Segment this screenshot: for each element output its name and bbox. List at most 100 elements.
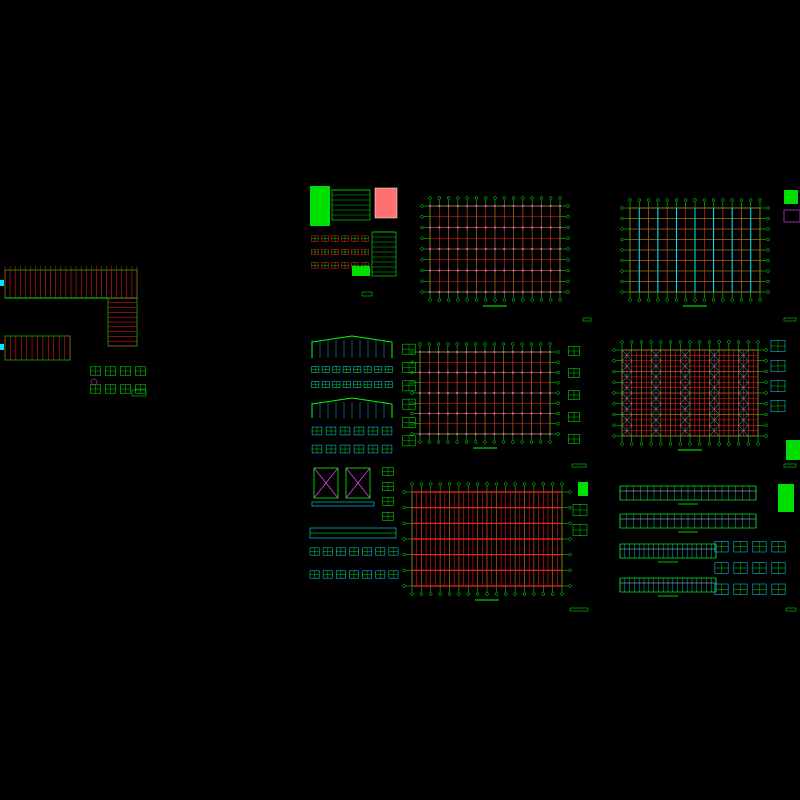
column-node [437,350,440,354]
axis-bubble [656,298,660,302]
column-node [558,290,562,294]
legend-patch [784,190,798,204]
column-node [530,391,533,395]
axis-bubble [739,298,744,302]
axis-bubble [436,342,441,346]
axis-bubble [410,482,414,486]
column-node [521,412,524,415]
axis-bubble [521,196,525,200]
axis-bubble [464,342,469,346]
column-node [539,412,542,415]
axis-bubble [746,442,750,446]
column-node [456,247,459,251]
axis-bubble [736,340,741,344]
axis-bubble [466,592,470,596]
column-node [474,391,477,395]
column-node [438,204,441,208]
sheet-title-block [361,291,373,297]
axis-bubble [437,298,441,302]
axis-bubble [698,340,702,344]
axis-bubble [402,584,406,588]
axis-bubble [529,342,534,346]
axis-bubble [749,298,753,302]
brace-line [650,371,662,383]
column-node [465,391,468,395]
axis-bubble [702,198,706,202]
brace-line [621,392,632,404]
brace-line [709,360,720,372]
axis-bubble [465,298,469,302]
axis-bubble [620,340,624,344]
column-node [512,204,515,208]
column-node [484,204,487,208]
axis-bubble [532,592,536,596]
axis-bubble [568,553,572,557]
brace-line [709,371,720,383]
column-node [530,432,533,436]
brace-line [650,414,662,426]
axis-bubble [646,198,651,202]
brace-line [650,392,662,404]
brace-line [680,392,691,404]
axis-bubble [721,298,725,302]
sheet-number-tag [783,317,797,322]
axis-bubble [485,482,489,486]
axis-bubble [766,206,770,210]
axis-bubble [456,196,460,200]
axis-bubble [688,442,692,446]
axis-bubble [420,268,424,273]
column-node [466,226,469,229]
column-node [428,226,432,229]
column-node [465,432,468,436]
axis-bubble [566,258,570,262]
axis-bubble [455,342,459,346]
axis-bubble [620,227,624,231]
axis-bubble [730,298,734,302]
axis-bubble [620,269,624,273]
axis-bubble [758,198,762,202]
axis-bubble [620,279,624,284]
column-node [475,290,478,294]
axis-bubble [492,440,496,444]
column-node [447,290,450,294]
axis-bubble [428,298,432,302]
detail-bubble [90,378,98,386]
axis-bubble [764,423,768,427]
column-node [540,204,543,208]
column-node [466,269,469,272]
column-node [502,350,505,354]
axis-bubble [612,369,616,374]
column-node [447,226,450,229]
column-node [521,226,524,229]
axis-bubble [693,198,697,202]
axis-bubble [668,340,673,344]
axis-bubble [446,196,451,200]
axis-bubble [566,290,570,294]
axis-bubble [466,482,470,486]
axis-bubble [702,298,706,302]
axis-bubble [548,342,552,346]
axis-bubble [522,592,527,596]
column-node [512,290,515,294]
axis-bubble [410,381,414,385]
axis-bubble [756,340,760,344]
axis-bubble [612,380,616,384]
column-node [531,290,534,294]
brace-line [680,349,691,361]
axis-bubble [502,298,506,302]
axis-bubble [665,298,669,302]
brace-line [709,414,720,426]
axis-bubble [402,490,406,494]
notes-text-block [310,186,330,226]
axis-bubble [566,247,570,251]
column-node [512,247,515,251]
column-node [447,247,450,251]
column-node [530,371,533,374]
bracing-diagonal [345,467,371,499]
brace-line [621,425,632,437]
axis-bubble [504,592,508,596]
column-node [540,247,543,251]
axis-bubble [541,482,545,486]
axis-bubble [420,247,424,251]
axis-bubble [484,196,488,200]
